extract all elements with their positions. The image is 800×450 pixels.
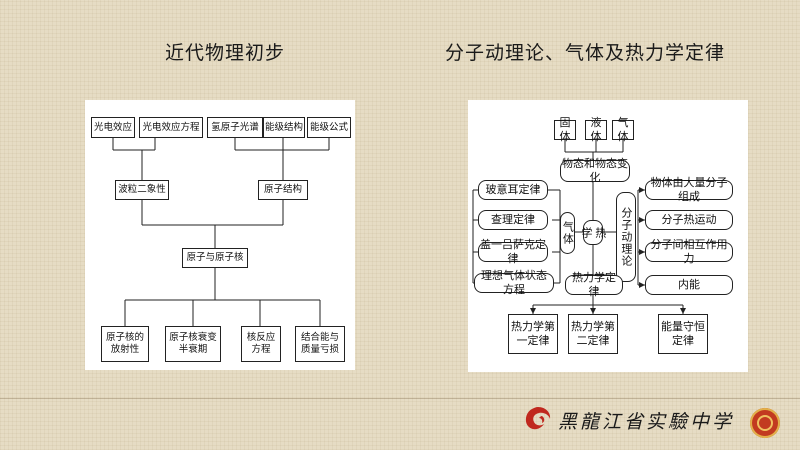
- node-boyle-law: 玻意耳定律: [478, 180, 548, 200]
- node-nuclear-radioactivity: 原子核的 放射性: [101, 326, 149, 362]
- emblem-inner-ring: [757, 415, 773, 431]
- node-liquid: 液体: [585, 116, 607, 143]
- footer-divider: [0, 398, 800, 399]
- node-gas: 气体: [560, 212, 575, 254]
- node-matter-of-molecules: 物体由大量分子组成: [645, 176, 733, 203]
- node-second-law: 热力学第 二定律: [568, 314, 618, 354]
- node-energy-level-formula: 能级公式: [307, 117, 351, 138]
- node-solid: 固体: [554, 116, 576, 143]
- node-wave-particle-duality: 波粒二象性: [115, 180, 169, 200]
- right-diagram-panel: 固体 液体 气体 物态和物态变化 玻意耳定律 查理定律 盖一吕萨克定律 理想气体…: [468, 100, 748, 372]
- node-nuclear-decay-half-life: 原子核衰变 半衰期: [165, 326, 221, 362]
- node-gay-lussac-law: 盖一吕萨克定律: [478, 238, 548, 265]
- slide-title-left: 近代物理初步: [165, 42, 286, 64]
- node-thermodynamic-laws: 热力学定律: [565, 271, 623, 298]
- node-phase-change: 物态和物态变化: [560, 157, 630, 184]
- node-photoelectric-equation: 光电效应方程: [139, 117, 203, 138]
- node-nuclear-reaction-equation: 核反应 方程: [241, 326, 281, 362]
- node-thermal-physics: 热学: [580, 220, 607, 245]
- node-energy-conservation: 能量守恒 定律: [658, 314, 708, 354]
- node-thermal-motion: 分子热运动: [645, 210, 733, 230]
- school-name: 黑龍江省实驗中学: [558, 411, 735, 433]
- left-diagram-panel: 光电效应 光电效应方程 氢原子光谱 能级结构 能级公式 波粒二象性 原子结构 原…: [85, 100, 355, 370]
- node-ideal-gas-equation: 理想气体状态方程: [474, 269, 554, 296]
- node-first-law: 热力学第 一定律: [508, 314, 558, 354]
- node-photoelectric-effect: 光电效应: [91, 117, 135, 138]
- node-internal-energy: 内能: [645, 275, 733, 295]
- slide-title-right: 分子动理论、气体及热力学定律: [445, 42, 726, 64]
- school-logo-icon: [525, 407, 551, 430]
- node-atom-and-nucleus: 原子与原子核: [182, 248, 248, 268]
- node-binding-energy-mass-defect: 结合能与 质量亏损: [295, 326, 345, 362]
- node-intermolecular-force: 分子间相互作用力: [645, 238, 733, 265]
- node-molecular-kinetic-theory: 分子动理论: [616, 192, 636, 282]
- node-charles-law: 查理定律: [478, 210, 548, 230]
- school-emblem-icon: [750, 408, 780, 438]
- node-energy-level-structure: 能级结构: [263, 117, 305, 138]
- node-atomic-structure: 原子结构: [258, 180, 308, 200]
- node-hydrogen-spectrum: 氢原子光谱: [207, 117, 263, 138]
- node-gas-state: 气体: [612, 116, 634, 143]
